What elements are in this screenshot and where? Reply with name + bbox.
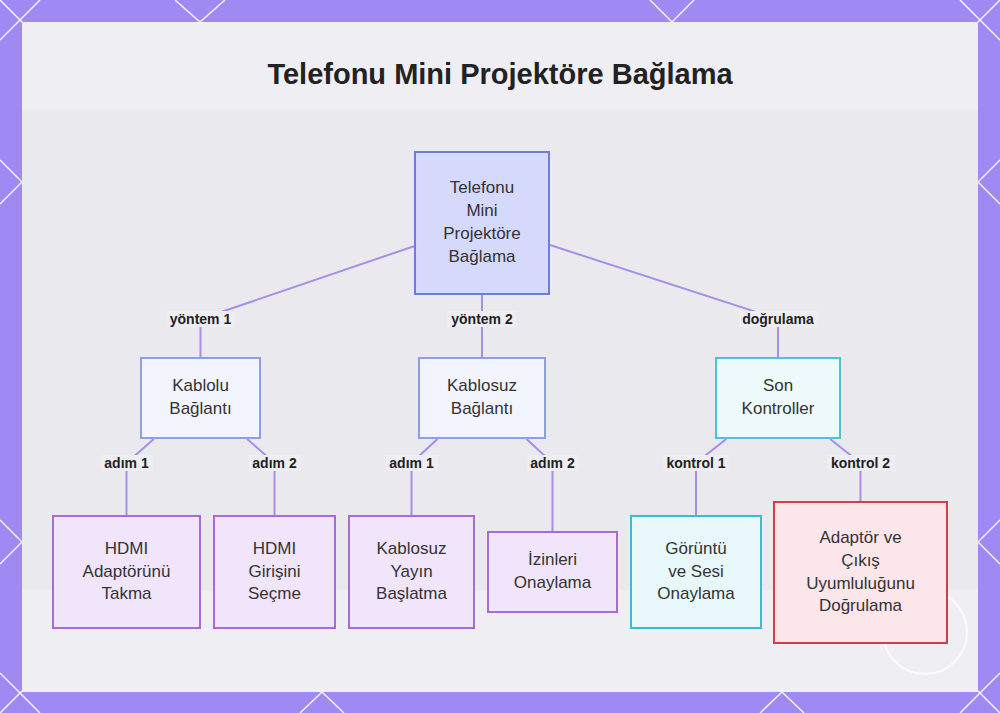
pattern-line <box>175 0 200 22</box>
pattern-line <box>0 160 22 182</box>
process-box: Kablolu Bağlantı <box>140 357 261 439</box>
pattern-line <box>0 182 22 204</box>
process-box: Adaptör ve Çıkış Uyumluluğunu Doğrulama <box>773 501 948 644</box>
pattern-line <box>0 542 22 564</box>
process-box: HDMI Girişini Seçme <box>213 515 336 629</box>
process-box: İzinleri Onaylama <box>487 531 618 613</box>
edge-label: adım 2 <box>248 455 300 471</box>
node-label: HDMI Adaptörünü Takma <box>74 538 179 607</box>
edge-label: kontrol 1 <box>662 455 729 471</box>
process-box: HDMI Adaptörünü Takma <box>52 515 201 629</box>
process-box: Görüntü ve Sesi Onaylama <box>630 515 762 629</box>
connector-line <box>127 439 154 515</box>
edge-label: kontrol 2 <box>827 455 894 471</box>
connector-line <box>201 246 415 357</box>
edge-label: adım 1 <box>100 455 152 471</box>
pattern-line <box>978 182 1000 204</box>
connector-line <box>550 245 778 357</box>
process-box: Son Kontroller <box>715 357 841 439</box>
node-label: Telefonu Mini Projektöre Bağlama <box>438 177 526 269</box>
node-label: HDMI Girişini Seçme <box>229 538 320 607</box>
node-label: Adaptör ve Çıkış Uyumluluğunu Doğrulama <box>800 527 921 619</box>
node-label: Kablosuz Bağlantı <box>430 375 534 421</box>
pattern-line <box>0 520 22 542</box>
edge-label: yöntem 2 <box>447 311 516 327</box>
connector-line <box>412 439 438 515</box>
pattern-line <box>322 692 344 713</box>
node-label: Kablolu Bağlantı <box>152 375 249 421</box>
pattern-line <box>978 542 1000 564</box>
node-label: Son Kontroller <box>729 375 827 421</box>
node-label: İzinleri Onaylama <box>503 549 602 595</box>
title-layer: Telefonu Mini Projektöre Bağlama <box>0 58 1000 91</box>
pattern-line <box>300 692 322 713</box>
connector-line <box>526 439 552 531</box>
pattern-line <box>978 520 1000 542</box>
pattern-line <box>978 160 1000 182</box>
edge-label: adım 1 <box>385 455 437 471</box>
diagram-title: Telefonu Mini Projektöre Bağlama <box>0 58 1000 91</box>
connector-line <box>247 439 274 515</box>
pattern-line <box>782 692 804 713</box>
process-box: Telefonu Mini Projektöre Bağlama <box>414 151 550 295</box>
pattern-line <box>760 692 782 713</box>
node-label: Kablosuz Yayın Başlatma <box>363 538 460 607</box>
pattern-line <box>650 0 672 22</box>
content-panel <box>22 22 978 692</box>
connector-line <box>696 439 726 515</box>
process-box: Kablosuz Bağlantı <box>418 357 546 439</box>
edge-label: yöntem 1 <box>166 311 235 327</box>
node-label: Görüntü ve Sesi Onaylama <box>657 538 735 607</box>
edge-label: adım 2 <box>526 455 578 471</box>
process-box: Kablosuz Yayın Başlatma <box>348 515 475 629</box>
pattern-line <box>200 0 225 22</box>
pattern-line <box>672 0 694 22</box>
edge-label: doğrulama <box>738 311 818 327</box>
